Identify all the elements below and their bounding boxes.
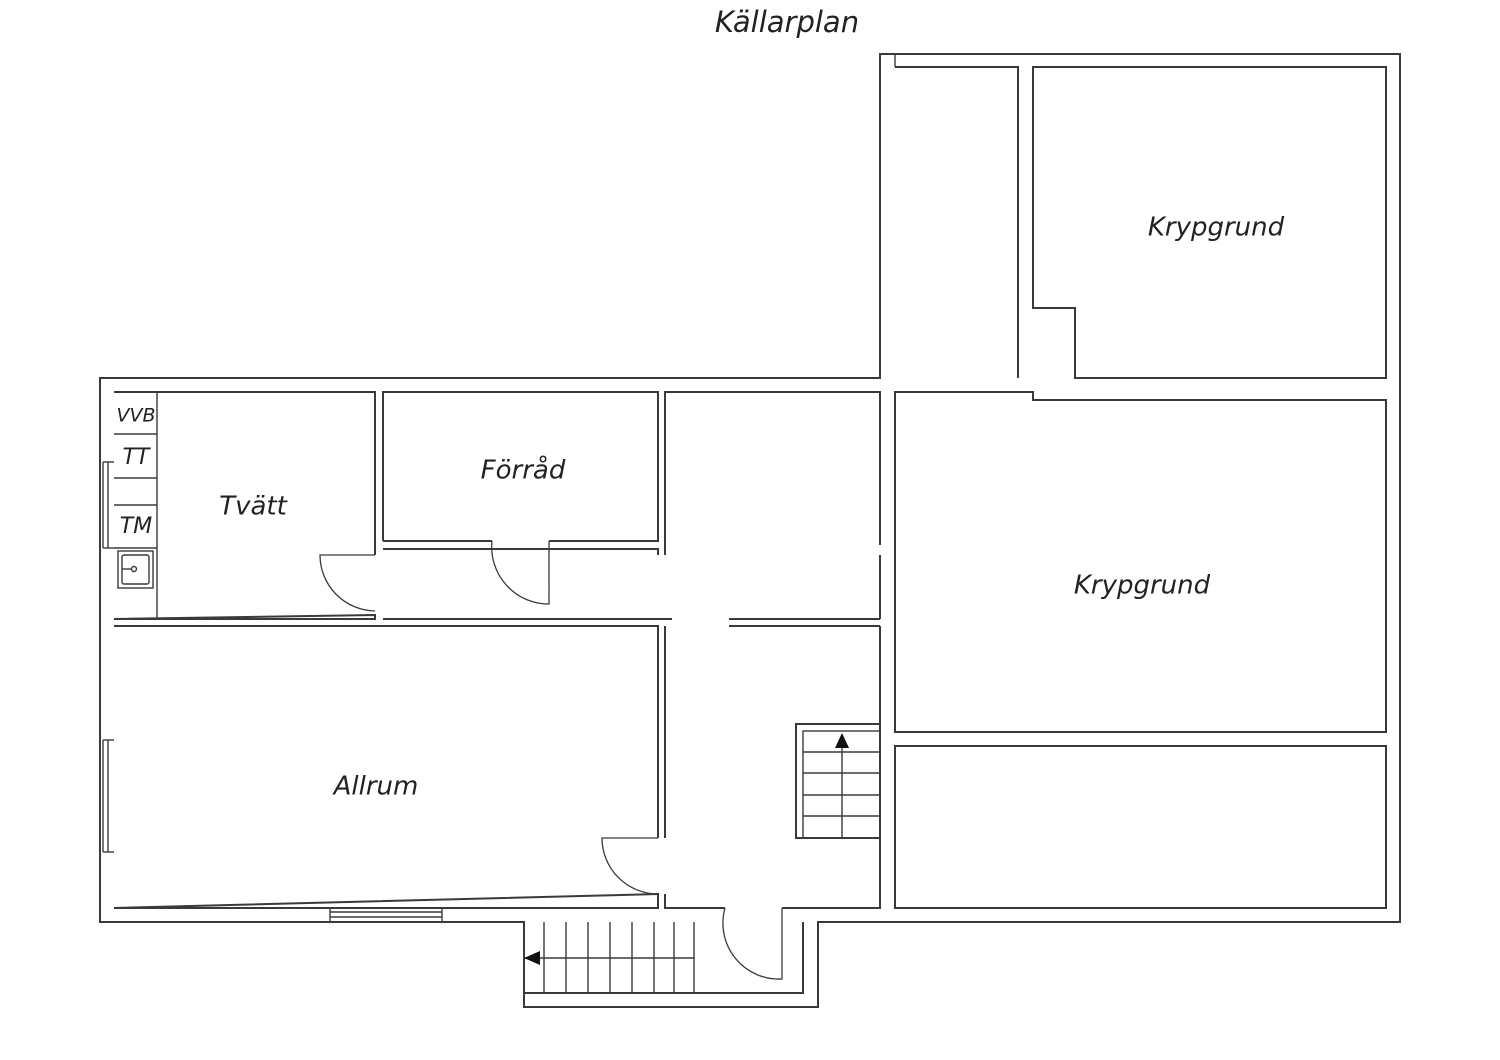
sink-icon — [117, 550, 154, 589]
door-forrad — [491, 540, 550, 605]
stair-arrow-left-icon — [524, 951, 540, 965]
exterior-stair — [524, 922, 695, 993]
outer-wall — [99, 53, 1401, 1008]
room-north-center-outline — [664, 391, 881, 619]
fixture-label-tm: TM — [120, 514, 152, 539]
room-label-krypgrund-upper: Krypgrund — [1148, 213, 1285, 243]
window-south — [329, 908, 443, 922]
allrum-outline — [113, 625, 659, 909]
room-label-forrad: Förråd — [481, 455, 566, 486]
tvatt-outline — [113, 391, 376, 620]
room-bottom-right — [894, 745, 1387, 909]
room-label-allrum: Allrum — [332, 772, 419, 802]
window-west-lower — [102, 739, 114, 853]
entry-inner-outline — [524, 922, 804, 994]
door-allrum — [601, 837, 659, 895]
fixture-label-vvb: VVB — [116, 405, 155, 427]
interior-stair — [802, 730, 881, 839]
window-west-upper — [102, 461, 114, 549]
krypgrund-upper-outline — [1032, 66, 1387, 379]
forrad-outline — [382, 391, 659, 542]
hall-south-wall — [664, 626, 881, 909]
room-label-tvatt: Tvätt — [219, 492, 287, 522]
stair-arrow-up-icon — [835, 733, 849, 748]
plan-title: Källarplan — [715, 5, 859, 39]
krypgrund-lower-outline — [894, 391, 1387, 733]
inner-wall-line — [895, 66, 1019, 378]
door-tvatt — [319, 554, 376, 612]
corridor-north-wall — [383, 548, 672, 620]
fixture-label-tt: TT — [123, 445, 151, 470]
outer-walls — [99, 53, 1401, 1008]
room-label-krypgrund-lower: Krypgrund — [1074, 571, 1211, 601]
east-wall-stair-area — [795, 626, 881, 839]
door-exterior — [722, 907, 783, 980]
